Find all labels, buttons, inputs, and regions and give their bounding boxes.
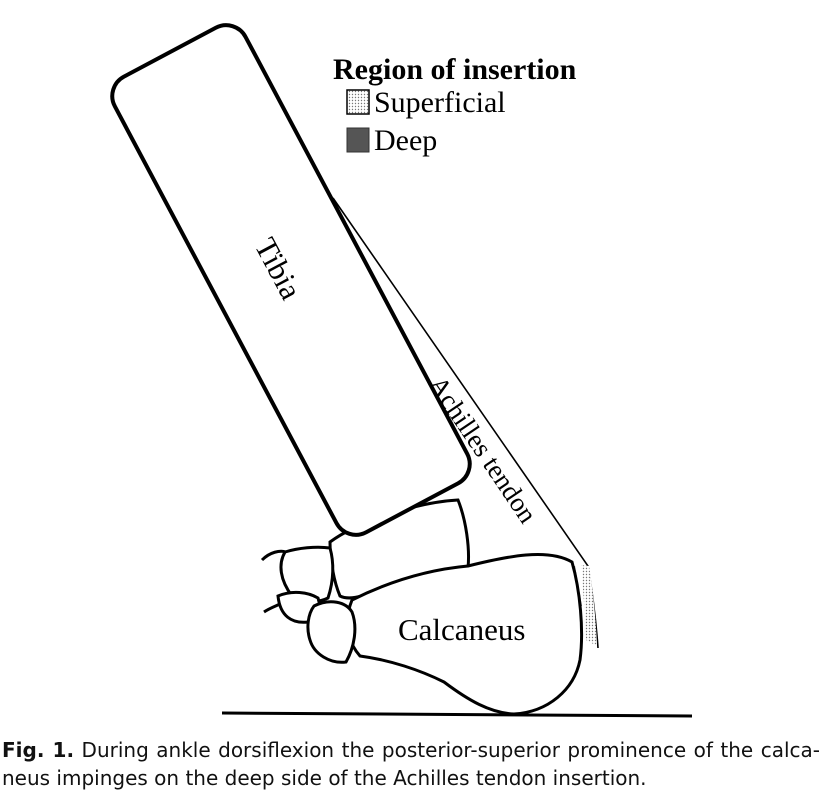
legend-label-superficial: Superficial [374, 86, 506, 119]
calcaneus-label: Calcaneus [398, 612, 525, 647]
figure-caption: Fig. 1. During ankle dorsiflexion the po… [2, 736, 820, 792]
ground-line [221, 711, 693, 718]
forefoot-edge [260, 549, 287, 614]
navicular-bone [279, 545, 335, 604]
ankle-diagram: Region of insertion Superficial Deep Tib… [110, 23, 693, 718]
legend-title: Region of insertion [333, 53, 577, 86]
legend-swatch-superficial [346, 89, 370, 115]
legend-label-deep: Deep [374, 124, 437, 157]
calcaneus-bone [345, 552, 584, 716]
legend-swatch-deep [346, 127, 370, 153]
cuneiform-bone [306, 600, 357, 664]
tendon-superficial-region [581, 565, 597, 646]
tibia-bone [110, 23, 472, 537]
caption-fig-label: Fig. 1. [2, 738, 75, 762]
caption-text: During ankle dorsiflexion the posterior-… [2, 738, 820, 790]
